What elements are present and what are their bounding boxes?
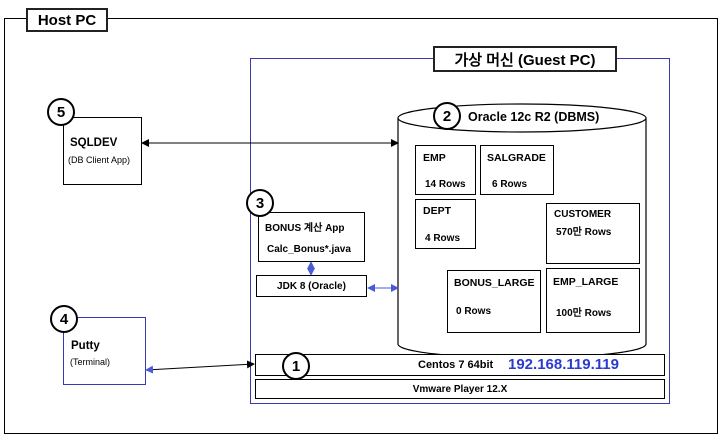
centos-bar: Centos 7 64bit 192.168.119.119	[255, 354, 665, 376]
sqldev-title: SQLDEV	[70, 137, 118, 149]
bonus-app-file: Calc_Bonus*.java	[267, 244, 351, 255]
centos-number-badge: 1	[282, 352, 310, 380]
centos-ip: 192.168.119.119	[508, 356, 619, 373]
bonus-app-title: BONUS 계산 App	[265, 223, 345, 234]
table-salgrade-name: SALGRADE	[487, 152, 546, 164]
table-emp-large-rows: 100만 Rows	[556, 308, 612, 319]
table-salgrade-rows: 6 Rows	[492, 179, 528, 190]
table-customer: CUSTOMER 570만 Rows	[546, 203, 640, 264]
table-bonus-large-rows: 0 Rows	[456, 306, 492, 317]
table-emp-large-name: EMP_LARGE	[553, 276, 619, 288]
bonus-app-number-badge: 3	[246, 189, 274, 217]
guest-pc-title: 가상 머신 (Guest PC)	[433, 46, 617, 72]
centos-label: Centos 7 64bit	[418, 359, 494, 371]
bonus-app-box: BONUS 계산 App Calc_Bonus*.java	[258, 212, 365, 262]
dbms-title: Oracle 12c R2 (DBMS)	[468, 110, 600, 124]
table-bonus-large: BONUS_LARGE 0 Rows	[447, 270, 541, 333]
table-emp-large: EMP_LARGE 100만 Rows	[546, 268, 640, 333]
host-pc-frame	[4, 18, 718, 434]
table-bonus-large-name: BONUS_LARGE	[454, 277, 535, 289]
putty-centos-arrow	[145, 360, 255, 374]
putty-title: Putty	[71, 340, 100, 352]
table-dept: DEPT 4 Rows	[415, 199, 476, 249]
table-dept-name: DEPT	[423, 205, 452, 217]
putty-box: Putty (Terminal)	[63, 317, 146, 385]
sqldev-box: SQLDEV (DB Client App)	[63, 117, 142, 185]
vmware-bar: Vmware Player 12.X	[255, 379, 665, 399]
sqldev-number-badge: 5	[47, 98, 75, 126]
sqldev-subtitle: (DB Client App)	[68, 155, 131, 165]
dbms-number-badge: 2	[433, 102, 461, 130]
table-salgrade: SALGRADE 6 Rows	[480, 145, 554, 195]
table-dept-rows: 4 Rows	[425, 233, 461, 244]
table-emp: EMP 14 Rows	[415, 145, 476, 195]
host-pc-title: Host PC	[26, 8, 108, 32]
table-customer-rows: 570만 Rows	[556, 227, 612, 238]
putty-subtitle: (Terminal)	[70, 357, 111, 367]
table-emp-rows: 14 Rows	[425, 179, 466, 190]
table-customer-name: CUSTOMER	[554, 209, 612, 220]
table-emp-name: EMP	[423, 152, 446, 164]
putty-number-badge: 4	[50, 305, 78, 333]
jdk-box: JDK 8 (Oracle)	[256, 275, 367, 297]
